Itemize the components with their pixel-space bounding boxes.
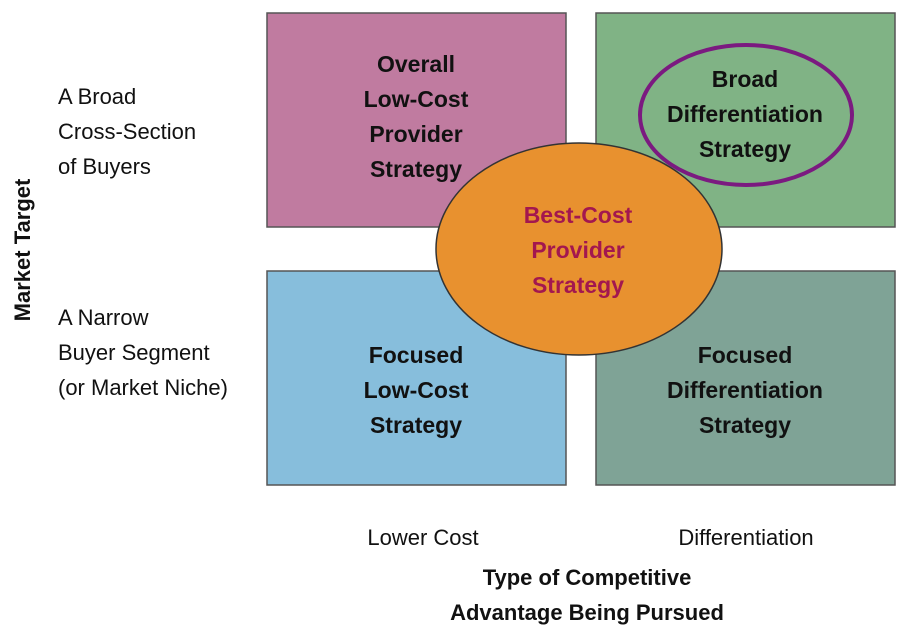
best-cost-ellipse <box>435 142 723 356</box>
row-label-line: of Buyers <box>58 154 151 179</box>
row-label-line: A Narrow <box>58 305 149 330</box>
focused-low-cost-line: Focused <box>369 342 464 368</box>
x-axis-title-line: Type of Competitive <box>483 565 692 590</box>
y-axis-title: Market Target <box>10 178 35 321</box>
overall-low-cost-line: Provider <box>369 121 462 147</box>
best-cost-line: Best-Cost <box>524 202 633 228</box>
box-overall-low-cost: Overall Low-Cost Provider Strategy <box>266 12 567 228</box>
best-cost-line: Strategy <box>532 272 624 298</box>
row-label-line: A Broad <box>58 84 136 109</box>
focused-differentiation-line: Strategy <box>699 412 791 438</box>
box-broad-differentiation: Broad Differentiation Strategy <box>595 12 896 228</box>
overall-low-cost-line: Low-Cost <box>364 86 469 112</box>
overall-low-cost-line: Strategy <box>370 156 462 182</box>
highlight-ring <box>638 43 854 187</box>
focused-differentiation-line: Focused <box>698 342 793 368</box>
column-label-differentiation: Differentiation <box>678 525 813 550</box>
broad-differentiation-line: Differentiation <box>667 101 823 127</box>
best-cost-line: Provider <box>531 237 624 263</box>
row-label-line: Cross-Section <box>58 119 196 144</box>
focused-low-cost-line: Low-Cost <box>364 377 469 403</box>
focused-differentiation-line: Differentiation <box>667 377 823 403</box>
row-label-line: (or Market Niche) <box>58 375 228 400</box>
row-label-line: Buyer Segment <box>58 340 210 365</box>
row-label-narrow: A Narrow Buyer Segment (or Market Niche) <box>58 305 228 400</box>
focused-low-cost-line: Strategy <box>370 412 462 438</box>
broad-differentiation-line: Broad <box>712 66 778 92</box>
overall-low-cost-line: Overall <box>377 51 455 77</box>
x-axis-title-line: Advantage Being Pursued <box>450 600 724 625</box>
column-label-lower-cost: Lower Cost <box>367 525 478 550</box>
best-cost-oval: Best-Cost Provider Strategy <box>435 142 723 356</box>
broad-differentiation-line: Strategy <box>699 136 791 162</box>
row-label-broad: A Broad Cross-Section of Buyers <box>58 84 196 179</box>
